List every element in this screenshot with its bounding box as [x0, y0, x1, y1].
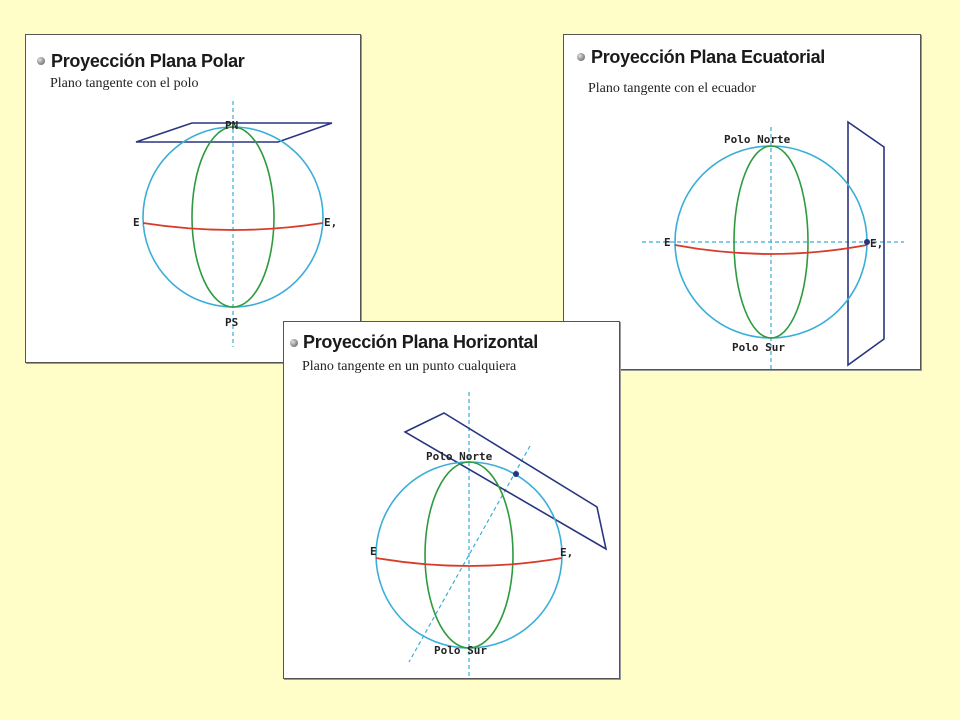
panel-equatorial-projection: Proyección Plana Ecuatorial Plano tangen… [563, 34, 921, 370]
tangent-plane [403, 412, 608, 551]
label-north-pole: PN [225, 119, 238, 132]
horizontal-diagram: Polo Norte Polo Sur E E, [370, 392, 608, 678]
label-north-pole: Polo Norte [724, 133, 791, 146]
tangent-point [864, 239, 870, 245]
panel-subtitle: Plano tangente con el polo [50, 76, 199, 91]
label-east-right: E, [560, 546, 573, 559]
tangent-plane [847, 120, 885, 367]
label-east-right: E, [870, 237, 883, 250]
panel-title: Proyección Plana Ecuatorial [591, 47, 825, 67]
panel-subtitle: Plano tangente en un punto cualquiera [302, 359, 517, 374]
label-east-left: E [133, 216, 140, 229]
bullet-icon [290, 339, 298, 347]
label-south-pole: Polo Sur [434, 644, 487, 657]
oblique-axis [408, 445, 531, 663]
label-east-right: E, [324, 216, 337, 229]
meridian [733, 145, 809, 339]
label-south-pole: Polo Sur [732, 341, 785, 354]
polar-diagram: PN PS E E, [133, 101, 337, 347]
tangent-point [513, 471, 519, 477]
meridian [191, 126, 275, 308]
panel-title: Proyección Plana Horizontal [303, 332, 538, 352]
equator [375, 557, 563, 567]
bullet-icon [37, 57, 45, 65]
equatorial-diagram: Polo Norte Polo Sur E E, [642, 120, 904, 369]
equator [142, 222, 324, 231]
meridian [424, 461, 514, 649]
label-east-left: E [664, 236, 671, 249]
label-south-pole: PS [225, 316, 238, 329]
label-north-pole: Polo Norte [426, 450, 493, 463]
bullet-icon [577, 53, 585, 61]
panel-subtitle: Plano tangente con el ecuador [588, 81, 756, 96]
equator [674, 244, 868, 255]
panel-title: Proyección Plana Polar [51, 51, 245, 71]
label-east-left: E [370, 545, 377, 558]
panel-polar-projection: Proyección Plana Polar Plano tangente co… [25, 34, 361, 363]
panel-horizontal-projection: Proyección Plana Horizontal Plano tangen… [283, 321, 620, 679]
tangent-plane [135, 122, 333, 143]
